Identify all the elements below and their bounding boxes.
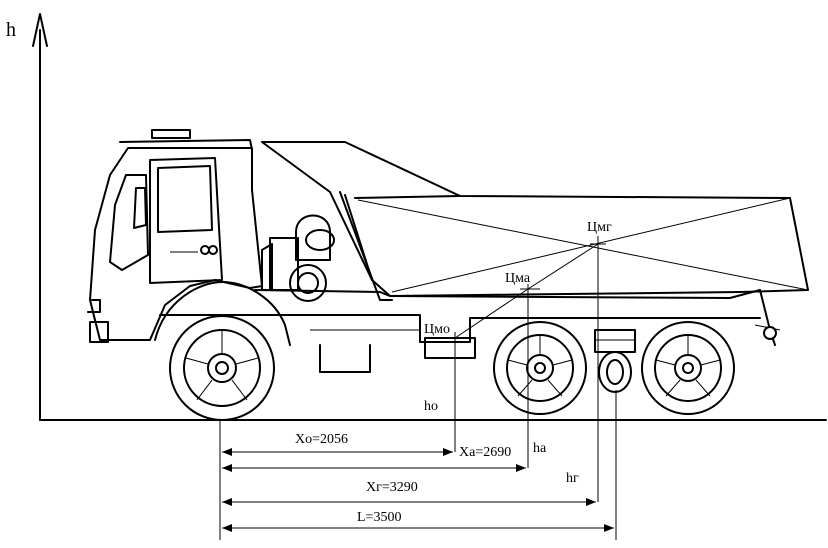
vertical-axis-label: h [6,19,16,41]
front-wheel-arch [154,281,291,346]
xg-dimension-label: Xг=3290 [366,480,418,495]
spare-wheel-tank [594,329,636,393]
xa-dimension-label: Xa=2690 [459,445,511,460]
body-diagonals [357,197,809,293]
axes: h [6,13,827,421]
hg-label: hг [566,471,579,486]
cmo-label: Цмо [424,322,450,337]
dump-body [261,141,809,301]
mass-centers: Цмг Цма Цмо [424,220,612,345]
engine-equipment [261,214,335,302]
ha-label: ha [533,441,547,456]
dimension-lines: Xo=2056 Xa=2690 Xг=3290 L=3500 [222,432,614,532]
cab [87,129,263,343]
cma-to-cmg-line [527,243,599,290]
cma-label: Цма [505,271,531,286]
cmg-label: Цмг [587,220,612,235]
dump-truck-drawing [87,129,809,421]
ho-label: ho [424,399,438,414]
l-dimension-label: L=3500 [357,510,401,525]
vertical-axis-arrowhead [32,13,48,47]
rear-wheel-2 [641,321,735,415]
cmo-to-cma-line [454,288,529,339]
reference-lines [219,244,617,540]
front-wheel [169,315,275,421]
xo-dimension-label: Xo=2056 [295,432,348,447]
rear-wheel-1 [493,321,587,415]
